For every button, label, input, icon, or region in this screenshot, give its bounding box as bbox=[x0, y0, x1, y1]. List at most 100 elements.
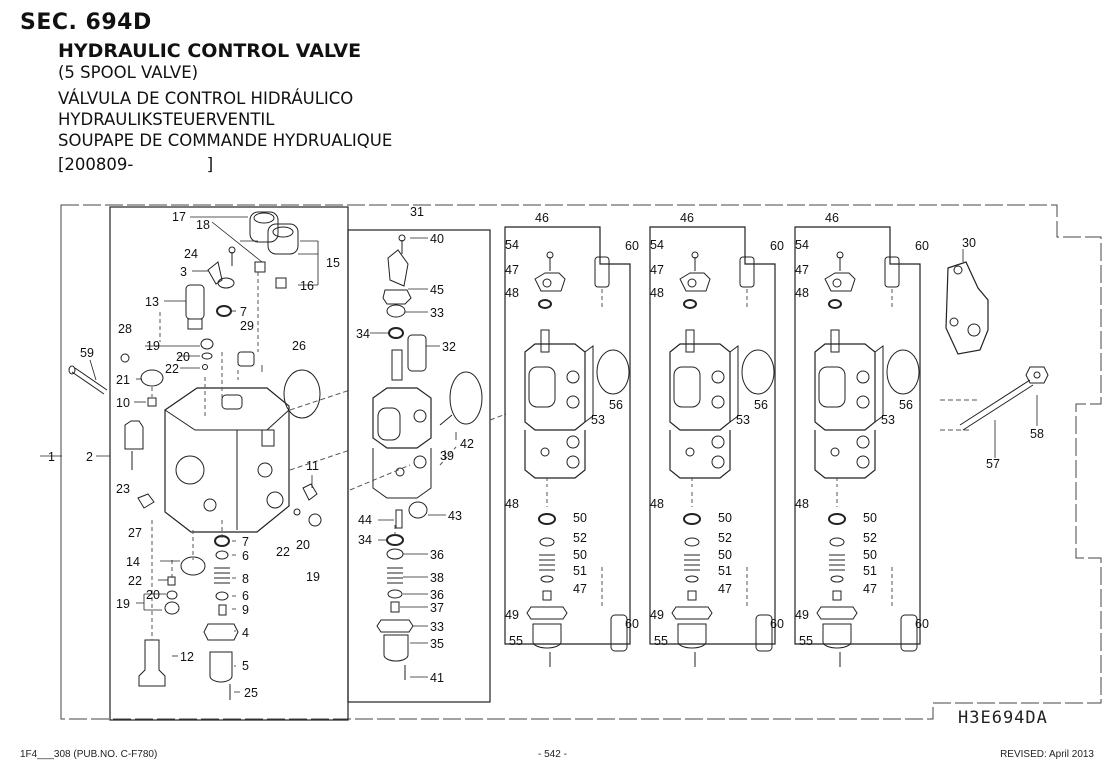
callout-53: 53 bbox=[591, 413, 605, 427]
callout-54: 54 bbox=[650, 238, 664, 252]
callout-53: 53 bbox=[736, 413, 750, 427]
callout-22c: 22 bbox=[128, 574, 142, 588]
callout-32: 32 bbox=[442, 340, 456, 354]
callout-14: 14 bbox=[126, 555, 140, 569]
callout-39: 39 bbox=[440, 449, 454, 463]
callout-13: 13 bbox=[145, 295, 159, 309]
callout-48: 48 bbox=[795, 286, 809, 300]
footer-publication: 1F4___308 (PUB.NO. C-F780) bbox=[20, 749, 158, 760]
section-number: SEC. 694D bbox=[20, 10, 152, 35]
callout-33a: 33 bbox=[430, 306, 444, 320]
callout-50b: 50 bbox=[718, 548, 732, 562]
callout-6b: 6 bbox=[242, 589, 249, 603]
callout-50: 50 bbox=[863, 511, 877, 525]
footer-revised: REVISED: April 2013 bbox=[1000, 749, 1094, 760]
page-title: HYDRAULIC CONTROL VALVE bbox=[58, 40, 362, 62]
callout-48: 48 bbox=[650, 286, 664, 300]
callout-47: 47 bbox=[650, 263, 664, 277]
callout-19a: 19 bbox=[146, 339, 160, 353]
callout-22b: 22 bbox=[276, 545, 290, 559]
callout-60b: 60 bbox=[770, 617, 784, 631]
callout-49: 49 bbox=[505, 608, 519, 622]
end-cover-parts bbox=[940, 261, 1049, 431]
callout-44: 44 bbox=[358, 513, 372, 527]
page-subtitle: (5 SPOOL VALVE) bbox=[58, 63, 199, 82]
callout-60: 60 bbox=[770, 239, 784, 253]
callout-46: 46 bbox=[680, 211, 694, 225]
spool-section-3 bbox=[794, 226, 921, 668]
callout-46: 46 bbox=[535, 211, 549, 225]
callout-47b: 47 bbox=[718, 582, 732, 596]
callout-36a: 36 bbox=[430, 548, 444, 562]
callout-37: 37 bbox=[430, 601, 444, 615]
callout-55: 55 bbox=[654, 634, 668, 648]
callout-31: 31 bbox=[410, 205, 424, 219]
callout-51: 51 bbox=[573, 564, 587, 578]
callout-46: 46 bbox=[825, 211, 839, 225]
callout-48b: 48 bbox=[650, 497, 664, 511]
callout-20b: 20 bbox=[296, 538, 310, 552]
callout-1: 1 bbox=[48, 450, 55, 464]
callout-30: 30 bbox=[962, 236, 976, 250]
callout-57: 57 bbox=[986, 457, 1000, 471]
callout-48b: 48 bbox=[505, 497, 519, 511]
callout-21: 21 bbox=[116, 373, 130, 387]
frame-outline bbox=[60, 204, 1102, 720]
spool-section-1 bbox=[504, 226, 631, 668]
callout-47: 47 bbox=[795, 263, 809, 277]
callout-6a: 6 bbox=[242, 549, 249, 563]
callout-49: 49 bbox=[795, 608, 809, 622]
callout-55: 55 bbox=[509, 634, 523, 648]
callout-10: 10 bbox=[116, 396, 130, 410]
callout-19c: 19 bbox=[116, 597, 130, 611]
callout-12: 12 bbox=[180, 650, 194, 664]
callout-50b: 50 bbox=[573, 548, 587, 562]
callout-20c: 20 bbox=[146, 588, 160, 602]
callout-60b: 60 bbox=[625, 617, 639, 631]
callout-11: 11 bbox=[306, 459, 319, 473]
title-french: SOUPAPE DE COMMANDE HYDRUALIQUE bbox=[58, 131, 393, 150]
callout-60: 60 bbox=[625, 239, 639, 253]
callout-35: 35 bbox=[430, 637, 444, 651]
callout-54: 54 bbox=[505, 238, 519, 252]
callout-52: 52 bbox=[863, 531, 877, 545]
callout-2: 2 bbox=[86, 450, 93, 464]
callout-42: 42 bbox=[460, 437, 474, 451]
callout-28: 28 bbox=[118, 322, 132, 336]
spool-block-frame bbox=[347, 229, 491, 703]
callout-36b: 36 bbox=[430, 588, 444, 602]
callout-52: 52 bbox=[718, 531, 732, 545]
callout-4: 4 bbox=[242, 626, 249, 640]
callout-29: 29 bbox=[240, 319, 254, 333]
serial-range: [200809- ] bbox=[58, 155, 214, 174]
figure-code: H3E694DA bbox=[958, 708, 1048, 728]
callout-58: 58 bbox=[1030, 427, 1044, 441]
callout-50: 50 bbox=[718, 511, 732, 525]
callout-60b: 60 bbox=[915, 617, 929, 631]
callout-7a: 7 bbox=[240, 305, 247, 319]
callout-18: 18 bbox=[196, 218, 210, 232]
spool-block-parts bbox=[349, 234, 507, 680]
callout-50: 50 bbox=[573, 511, 587, 525]
spool-section-2 bbox=[649, 226, 776, 668]
callout-48: 48 bbox=[505, 286, 519, 300]
callout-47b: 47 bbox=[863, 582, 877, 596]
callout-26: 26 bbox=[292, 339, 306, 353]
title-german: HYDRAULIKSTEUERVENTIL bbox=[58, 110, 275, 129]
callout-34a: 34 bbox=[356, 327, 370, 341]
callout-5: 5 bbox=[242, 659, 249, 673]
callout-3: 3 bbox=[180, 265, 187, 279]
callout-40: 40 bbox=[430, 232, 444, 246]
callout-9: 9 bbox=[242, 603, 249, 617]
callout-56: 56 bbox=[899, 398, 913, 412]
callout-47: 47 bbox=[505, 263, 519, 277]
callout-55: 55 bbox=[799, 634, 813, 648]
callout-19b: 19 bbox=[306, 570, 320, 584]
callout-59: 59 bbox=[80, 346, 94, 360]
callout-8: 8 bbox=[242, 572, 249, 586]
callout-43: 43 bbox=[448, 509, 462, 523]
callout-38: 38 bbox=[430, 571, 444, 585]
callout-41: 41 bbox=[430, 671, 444, 685]
callout-22a: 22 bbox=[165, 362, 179, 376]
